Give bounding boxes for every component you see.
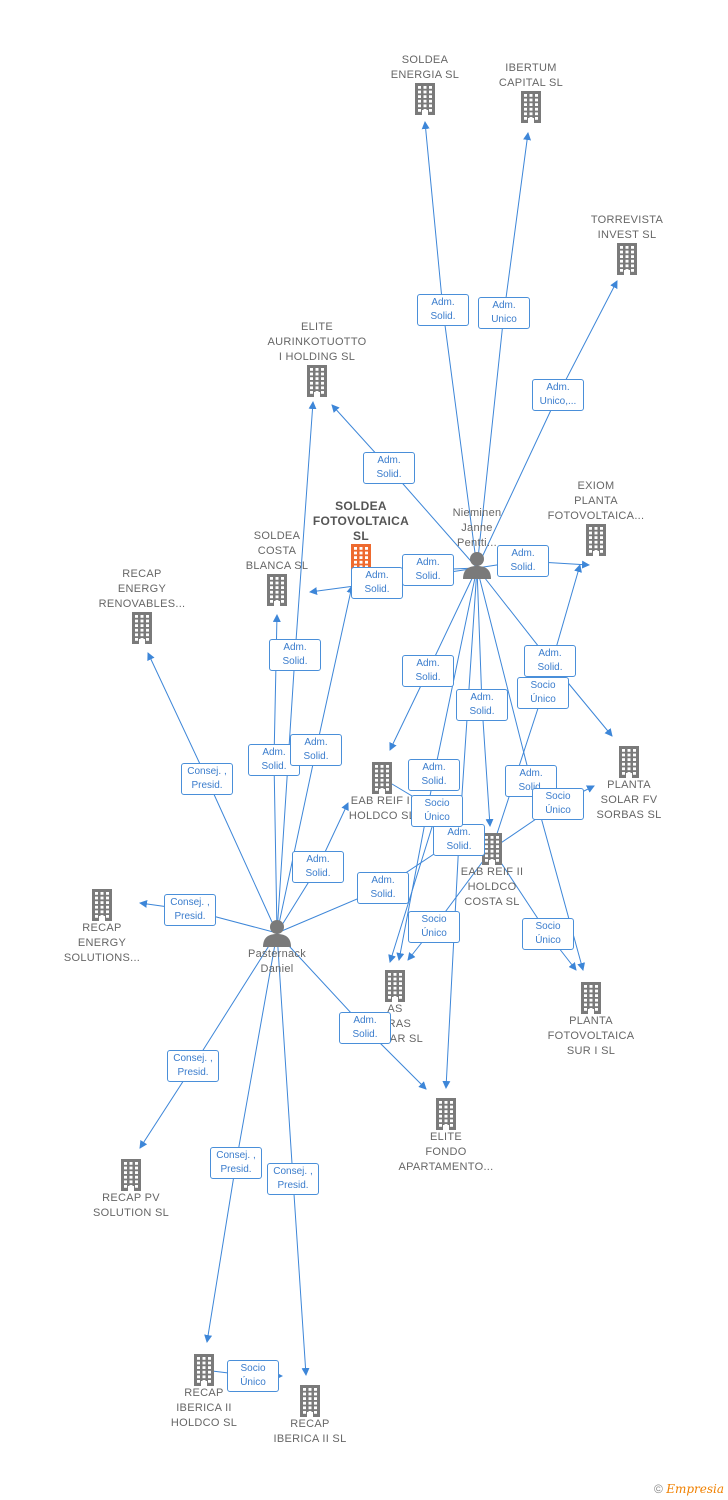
- node-label: PLANTA FOTOVOLTAICA SUR I SL: [547, 1015, 635, 1057]
- person-icon: [412, 551, 542, 579]
- building-icon: [77, 612, 207, 644]
- edge-label[interactable]: Adm. Solid.: [339, 1012, 391, 1044]
- node-label: ELITE FONDO APARTAMENTO...: [398, 1131, 494, 1173]
- building-icon: [526, 982, 656, 1014]
- node-planta_sorbas[interactable]: PLANTA SOLAR FV SORBAS SL: [564, 746, 694, 823]
- building-icon: [466, 91, 596, 123]
- node-label: EAB REIF II HOLDCO COSTA SL: [460, 866, 524, 908]
- node-elite_fondo[interactable]: ELITE FONDO APARTAMENTO...: [381, 1098, 511, 1175]
- building-icon: [66, 1159, 196, 1191]
- building-icon: [252, 365, 382, 397]
- node-recap_renov[interactable]: RECAP ENERGY RENOVABLES...: [77, 567, 207, 644]
- edge-label[interactable]: Adm. Solid.: [290, 734, 342, 766]
- building-icon: [37, 889, 167, 921]
- node-label: EXIOM PLANTA FOTOVOLTAICA...: [547, 480, 645, 522]
- node-recap_solutions[interactable]: RECAP ENERGY SOLUTIONS...: [37, 889, 167, 966]
- copyright-symbol: ©: [654, 1482, 663, 1496]
- edge-label[interactable]: Socio Único: [532, 788, 584, 820]
- person-icon: [212, 919, 342, 947]
- building-icon: [360, 83, 490, 115]
- edge-label[interactable]: Adm. Solid.: [363, 452, 415, 484]
- node-pasternack[interactable]: Pasternack Daniel: [212, 919, 342, 977]
- node-label: ELITE AURINKOTUOTTO I HOLDING SL: [267, 321, 367, 363]
- edge-label[interactable]: Adm. Solid.: [351, 567, 403, 599]
- edge-label[interactable]: Adm. Solid.: [402, 655, 454, 687]
- brand-name: Empresia: [666, 1482, 724, 1496]
- node-elite_aurin[interactable]: ELITE AURINKOTUOTTO I HOLDING SL: [252, 320, 382, 397]
- node-label: SOLDEA ENERGIA SL: [390, 54, 460, 81]
- edge-nieminen-ibertum: [476, 132, 532, 569]
- node-label: PLANTA SOLAR FV SORBAS SL: [596, 779, 662, 821]
- edge-pasternack-recap_iberica_holdco: [204, 932, 278, 1343]
- building-icon: [245, 1385, 375, 1417]
- edge-label[interactable]: Adm. Solid.: [433, 824, 485, 856]
- edge-label[interactable]: Adm. Solid.: [456, 689, 508, 721]
- node-eab_holdco[interactable]: EAB REIF II HOLDCO SL: [317, 762, 447, 824]
- node-label: RECAP PV SOLUTION SL: [92, 1192, 170, 1219]
- edge-label[interactable]: Socio Único: [227, 1360, 279, 1392]
- edge-label[interactable]: Adm. Solid.: [524, 645, 576, 677]
- edge-label[interactable]: Adm. Solid.: [497, 545, 549, 577]
- footer-brand: © Empresia: [654, 1482, 724, 1496]
- building-icon: [562, 243, 692, 275]
- node-label: RECAP IBERICA II HOLDCO SL: [170, 1387, 238, 1429]
- building-icon: [531, 524, 661, 556]
- edge-label[interactable]: Consej. , Presid.: [167, 1050, 219, 1082]
- edge-label[interactable]: Socio Único: [522, 918, 574, 950]
- building-icon: [212, 574, 342, 606]
- node-label: SOLDEA COSTA BLANCA SL: [245, 530, 309, 572]
- building-icon: [564, 746, 694, 778]
- node-soldea_energia[interactable]: SOLDEA ENERGIA SL: [360, 53, 490, 115]
- node-label: SOLDEA FOTOVOLTAICA SL: [312, 499, 410, 543]
- node-exiom[interactable]: EXIOM PLANTA FOTOVOLTAICA...: [531, 479, 661, 556]
- node-label: Pasternack Daniel: [247, 948, 307, 975]
- edge-label[interactable]: Socio Único: [411, 795, 463, 827]
- edge-label[interactable]: Adm. Unico,...: [532, 379, 584, 411]
- edge-label[interactable]: Adm. Unico: [478, 297, 530, 329]
- building-icon: [330, 970, 460, 1002]
- node-torrevista[interactable]: TORREVISTA INVEST SL: [562, 213, 692, 275]
- node-planta_sur[interactable]: PLANTA FOTOVOLTAICA SUR I SL: [526, 982, 656, 1059]
- node-recap_pv[interactable]: RECAP PV SOLUTION SL: [66, 1159, 196, 1221]
- edge-label[interactable]: Adm. Solid.: [269, 639, 321, 671]
- building-icon: [139, 1354, 269, 1386]
- node-label: RECAP ENERGY SOLUTIONS...: [63, 922, 141, 964]
- node-label: RECAP IBERICA II SL: [273, 1418, 347, 1445]
- node-ibertum[interactable]: IBERTUM CAPITAL SL: [466, 61, 596, 123]
- edge-label[interactable]: Adm. Solid.: [417, 294, 469, 326]
- edge-label[interactable]: Consej. , Presid.: [181, 763, 233, 795]
- node-recap_iberica_holdco[interactable]: RECAP IBERICA II HOLDCO SL: [139, 1354, 269, 1431]
- edge-label[interactable]: Adm. Solid.: [357, 872, 409, 904]
- node-recap_iberica[interactable]: RECAP IBERICA II SL: [245, 1385, 375, 1447]
- node-eab_costa[interactable]: EAB REIF II HOLDCO COSTA SL: [427, 833, 557, 910]
- edge-label[interactable]: Socio Único: [517, 677, 569, 709]
- node-label: Nieminen Janne Pentti...: [452, 507, 502, 549]
- edge-nieminen-soldea_energia: [421, 121, 478, 569]
- building-icon: [427, 833, 557, 865]
- building-icon: [317, 762, 447, 794]
- edge-label[interactable]: Consej. , Presid.: [164, 894, 216, 926]
- edge-label[interactable]: Adm. Solid.: [408, 759, 460, 791]
- edge-label[interactable]: Consej. , Presid.: [210, 1147, 262, 1179]
- edge-label[interactable]: Adm. Solid.: [292, 851, 344, 883]
- edge-pasternack-recap_iberica: [276, 932, 310, 1376]
- node-label: RECAP ENERGY RENOVABLES...: [98, 568, 186, 610]
- node-nieminen[interactable]: Nieminen Janne Pentti...: [412, 506, 542, 579]
- edge-label[interactable]: Consej. , Presid.: [267, 1163, 319, 1195]
- node-label: IBERTUM CAPITAL SL: [498, 62, 564, 89]
- building-icon: [381, 1098, 511, 1130]
- node-soldea_costa[interactable]: SOLDEA COSTA BLANCA SL: [212, 529, 342, 606]
- node-label: TORREVISTA INVEST SL: [590, 214, 664, 241]
- edge-label[interactable]: Adm. Solid.: [402, 554, 454, 586]
- edge-label[interactable]: Socio Único: [408, 911, 460, 943]
